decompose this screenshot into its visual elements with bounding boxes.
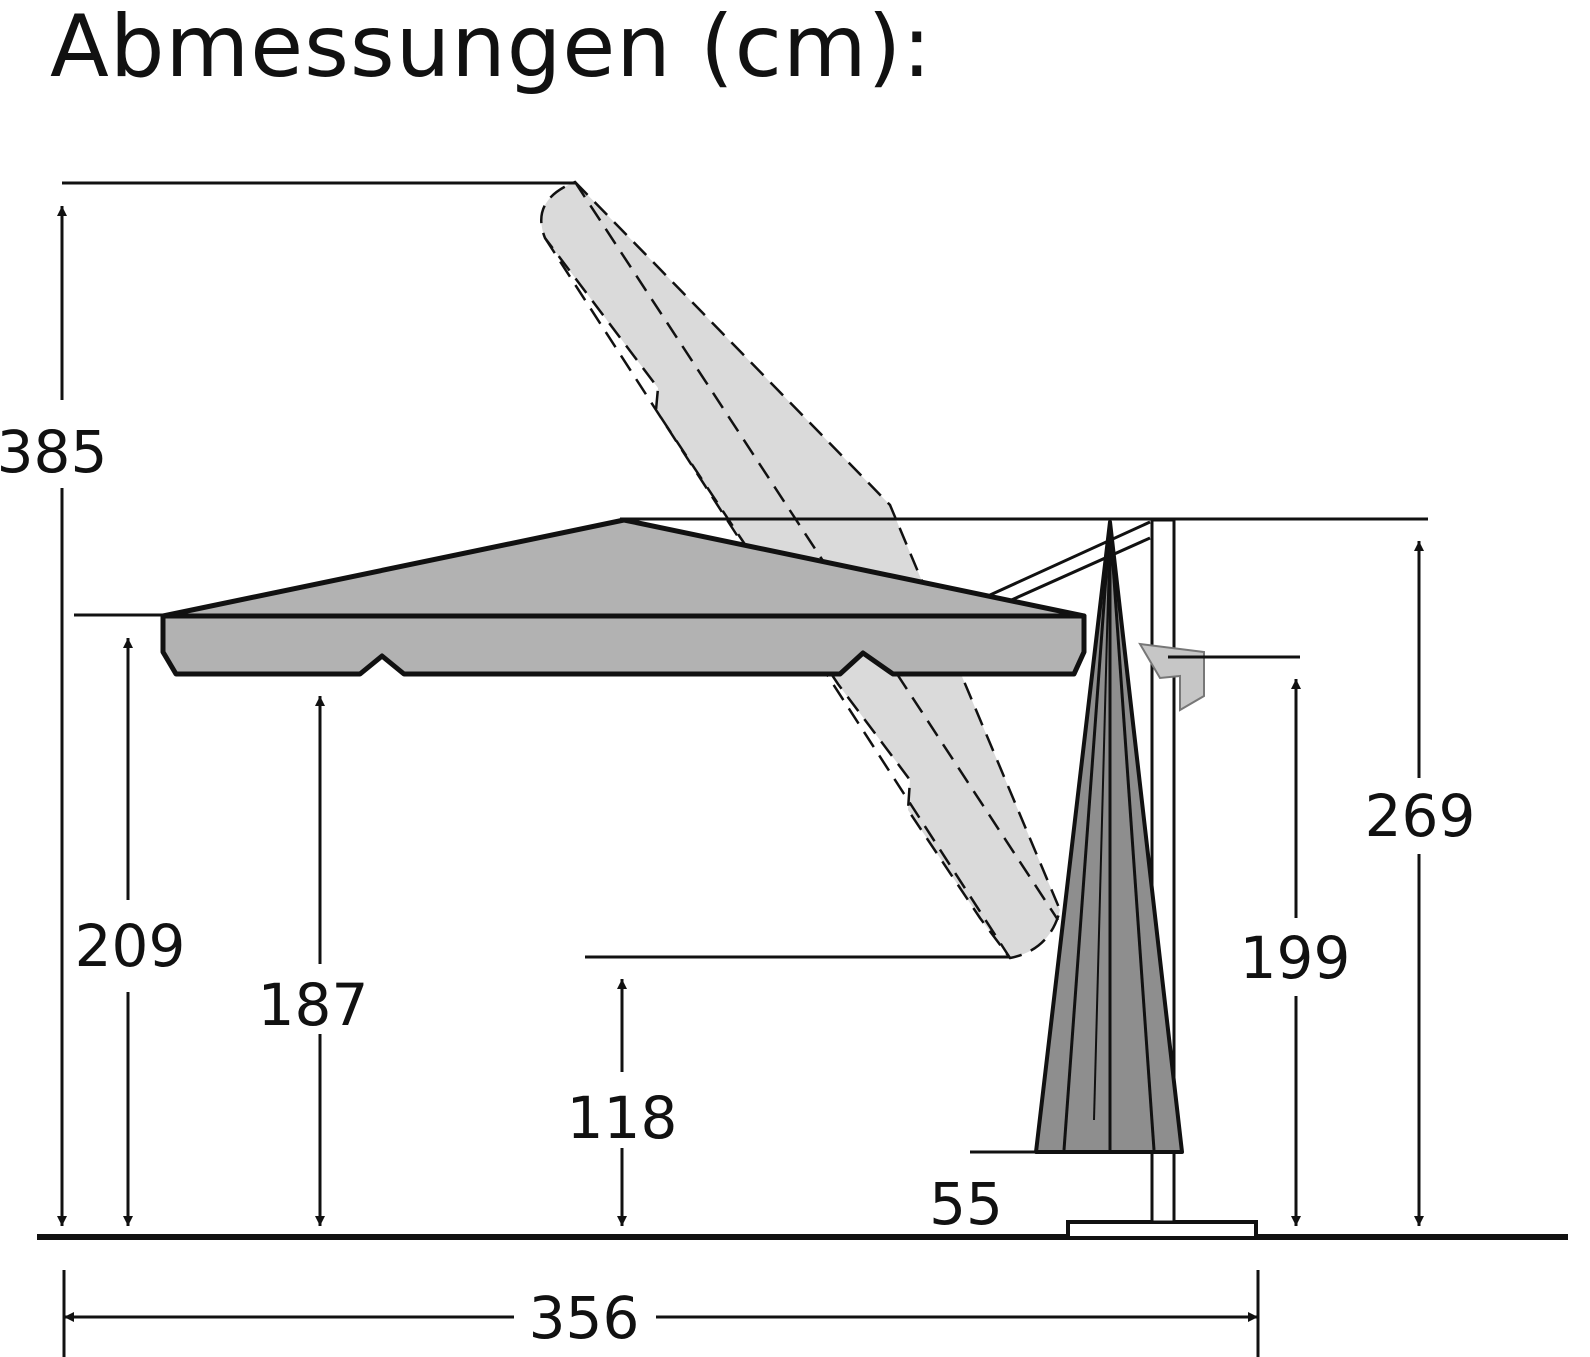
dimension-labels: 385 209 187 118 199 269 55 356 — [0, 418, 1475, 1352]
folded-umbrella — [1034, 520, 1184, 1154]
dim-label-269: 269 — [1365, 782, 1476, 850]
crank-handle — [1138, 642, 1205, 712]
dim-label-199: 199 — [1240, 924, 1351, 992]
dim-label-55: 55 — [929, 1170, 1003, 1238]
main-canopy — [160, 517, 1087, 677]
dim-label-385: 385 — [0, 418, 107, 486]
dim-label-187: 187 — [258, 971, 369, 1039]
dimension-lines — [57, 206, 1424, 1322]
dim-label-209: 209 — [75, 912, 186, 980]
dim-label-118: 118 — [567, 1084, 678, 1152]
page-title: Abmessungen (cm): — [50, 0, 933, 97]
dim-label-356: 356 — [529, 1284, 640, 1352]
base-plate — [1066, 1220, 1258, 1240]
support-arm — [989, 520, 1151, 608]
